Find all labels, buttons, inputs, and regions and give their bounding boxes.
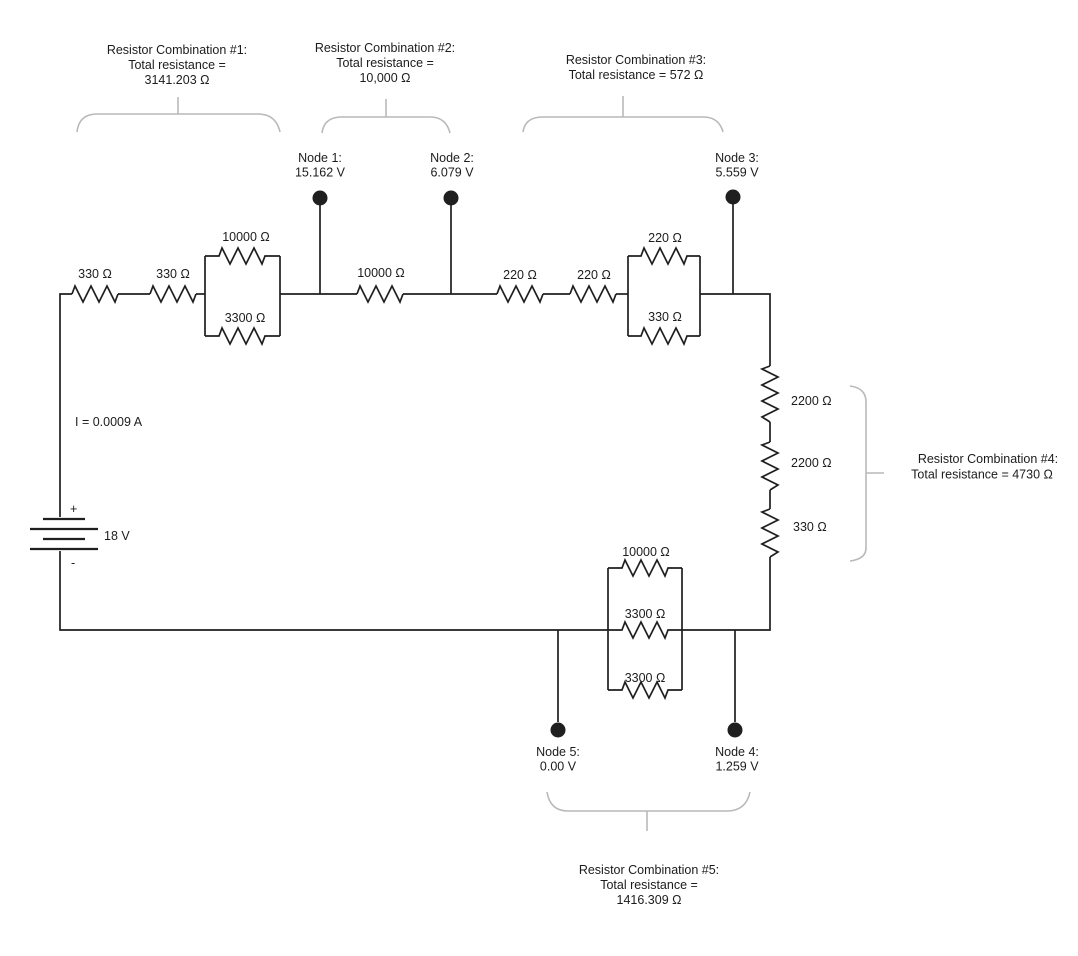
combo3-value: Total resistance = 572 Ω <box>569 68 704 82</box>
resistor-220b-label: 220 Ω <box>577 268 611 282</box>
combo5-value: 1416.309 Ω <box>617 893 682 907</box>
resistor-330a-zigzag <box>71 283 119 305</box>
battery-voltage-label: 18 V <box>104 529 130 543</box>
current-label: I = 0.0009 A <box>75 415 143 429</box>
battery-minus-label: - <box>71 556 75 570</box>
resistor-10000-label: 10000 Ω <box>357 266 405 280</box>
wire-left-riser <box>59 293 72 517</box>
parallel-combo-1 <box>204 245 281 347</box>
combo4-brace <box>849 385 867 562</box>
node1-voltage: 15.162 V <box>295 166 346 180</box>
wire-top-right-corner <box>700 293 771 366</box>
node2-dot <box>443 190 459 206</box>
battery-plus-label: + <box>70 502 77 516</box>
series-resistors <box>71 283 617 305</box>
combo2-title: Resistor Combination #2: <box>315 41 455 55</box>
node-labels: Node 1: 15.162 V Node 2: 6.079 V Node 3:… <box>295 151 759 774</box>
combo4-title: Resistor Combination #4: <box>918 452 1058 466</box>
combo2-value: 10,000 Ω <box>359 71 410 85</box>
combo3-top-branch <box>628 245 700 267</box>
combo5-bottom-branch <box>608 679 682 701</box>
resistor-2200b-label: 2200 Ω <box>791 456 832 470</box>
combo3-bottom-branch <box>628 325 700 347</box>
combo2-line2: Total resistance = <box>336 56 434 70</box>
parallel-combo-3 <box>627 245 701 347</box>
combo5-line2: Total resistance = <box>600 878 698 892</box>
resistor-220a-zigzag <box>496 283 544 305</box>
resistor-2200a-zigzag <box>759 365 780 423</box>
wires <box>59 293 771 631</box>
combo5-title: Resistor Combination #5: <box>579 863 719 877</box>
node3-label: Node 3: <box>715 151 759 165</box>
combo1-line2: Total resistance = <box>128 58 226 72</box>
combo3-bottom-label: 330 Ω <box>648 310 682 324</box>
resistor-330c-label: 330 Ω <box>793 520 827 534</box>
combo2-brace <box>321 116 451 134</box>
combo1-value: 3141.203 Ω <box>145 73 210 87</box>
node5-label: Node 5: <box>536 745 580 759</box>
resistor-2200b-zigzag <box>759 441 780 491</box>
combo1-brace <box>76 113 281 133</box>
battery: + 18 V - <box>30 502 130 570</box>
resistor-10000-zigzag <box>356 283 404 305</box>
wire-bottom-left <box>59 551 608 631</box>
node5-voltage: 0.00 V <box>540 760 577 774</box>
combo1-bottom-branch <box>205 325 280 347</box>
annotation-braces <box>76 96 884 831</box>
combo5-bottom-label: 3300 Ω <box>625 671 666 685</box>
resistor-330a-label: 330 Ω <box>78 267 112 281</box>
combo5-top-label: 10000 Ω <box>622 545 670 559</box>
parallel-combo-5 <box>607 557 683 701</box>
wire-bottom-right-corner <box>682 557 771 631</box>
node3-dot <box>725 189 741 205</box>
combo5-brace <box>546 791 751 812</box>
node2-label: Node 2: <box>430 151 474 165</box>
resistor-330c-zigzag <box>759 508 780 558</box>
resistor-220b-zigzag <box>569 283 617 305</box>
combo4-value: Total resistance = 4730 Ω <box>911 468 1053 482</box>
resistor-330b-zigzag <box>149 283 197 305</box>
right-series-chain <box>759 365 780 558</box>
resistor-220a-label: 220 Ω <box>503 268 537 282</box>
combo3-title: Resistor Combination #3: <box>566 53 706 67</box>
combo-annotations: Resistor Combination #1: Total resistanc… <box>107 41 1058 907</box>
combo3-top-label: 220 Ω <box>648 231 682 245</box>
node4-voltage: 1.259 V <box>715 760 759 774</box>
node5-dot <box>550 722 566 738</box>
combo5-mid-branch <box>608 619 682 641</box>
resistor-labels: 330 Ω 330 Ω 10000 Ω 3300 Ω 10000 Ω 220 Ω… <box>78 230 831 685</box>
node4-dot <box>727 722 743 738</box>
node1-label: Node 1: <box>298 151 342 165</box>
combo1-top-branch <box>205 245 280 267</box>
nodes <box>312 189 743 738</box>
node2-voltage: 6.079 V <box>430 166 474 180</box>
resistor-2200a-label: 2200 Ω <box>791 394 832 408</box>
combo3-brace <box>522 116 724 133</box>
combo1-bottom-label: 3300 Ω <box>225 311 266 325</box>
node4-label: Node 4: <box>715 745 759 759</box>
node3-voltage: 5.559 V <box>715 166 759 180</box>
node1-dot <box>312 190 328 206</box>
combo1-top-label: 10000 Ω <box>222 230 270 244</box>
combo5-top-branch <box>608 557 682 579</box>
combo1-title: Resistor Combination #1: <box>107 43 247 57</box>
combo5-mid-label: 3300 Ω <box>625 607 666 621</box>
resistor-330b-label: 330 Ω <box>156 267 190 281</box>
